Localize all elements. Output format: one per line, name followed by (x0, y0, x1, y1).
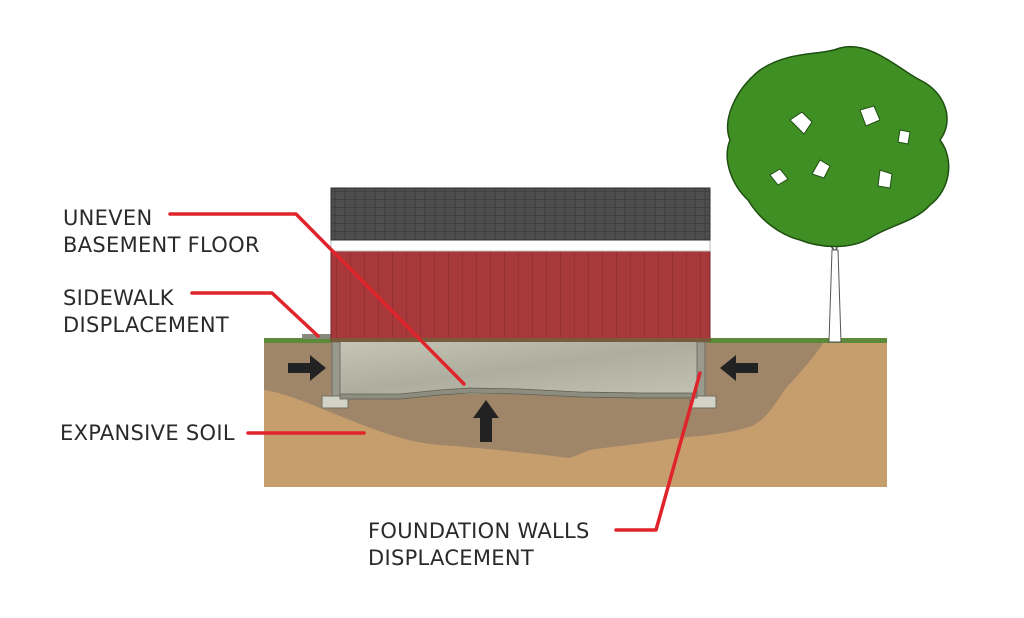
leader-lines (168, 212, 702, 532)
label-line: BASEMENT FLOOR (63, 233, 260, 257)
leader-uneven-floor (168, 212, 466, 386)
label-uneven-basement-floor: UNEVEN BASEMENT FLOOR (63, 205, 260, 259)
basement (321, 341, 717, 409)
trim-band (330, 238, 711, 252)
label-line: DISPLACEMENT (63, 313, 229, 337)
right-foundation-wall (696, 341, 706, 397)
roof (330, 187, 711, 241)
arrow-right-icon (288, 355, 326, 381)
label-foundation-walls-displacement: FOUNDATION WALLS DISPLACEMENT (368, 518, 590, 572)
label-line: FOUNDATION WALLS (368, 519, 590, 543)
label-line: DISPLACEMENT (368, 546, 534, 570)
tree-trunk (828, 249, 842, 343)
tree-canopy-gaps (769, 105, 911, 189)
basement-interior (333, 342, 703, 394)
arrow-up-icon (473, 400, 499, 442)
label-line: UNEVEN (63, 206, 153, 230)
label-expansive-soil: EXPANSIVE SOIL (60, 420, 235, 447)
arrow-left-icon (720, 355, 758, 381)
tree-canopy (726, 45, 950, 248)
label-sidewalk-displacement: SIDEWALK DISPLACEMENT (63, 285, 229, 339)
tree (726, 45, 950, 343)
label-line: EXPANSIVE SOIL (60, 421, 235, 445)
label-line: SIDEWALK (63, 286, 174, 310)
leader-sidewalk (190, 291, 320, 338)
uneven-floor-slab (339, 387, 698, 400)
house-siding (330, 250, 711, 342)
left-foundation-wall (331, 341, 341, 397)
leader-foundation-walls (614, 371, 702, 532)
right-footing (689, 395, 717, 409)
house (330, 187, 711, 342)
pressure-arrows (288, 355, 758, 442)
sill-plate (331, 338, 710, 342)
